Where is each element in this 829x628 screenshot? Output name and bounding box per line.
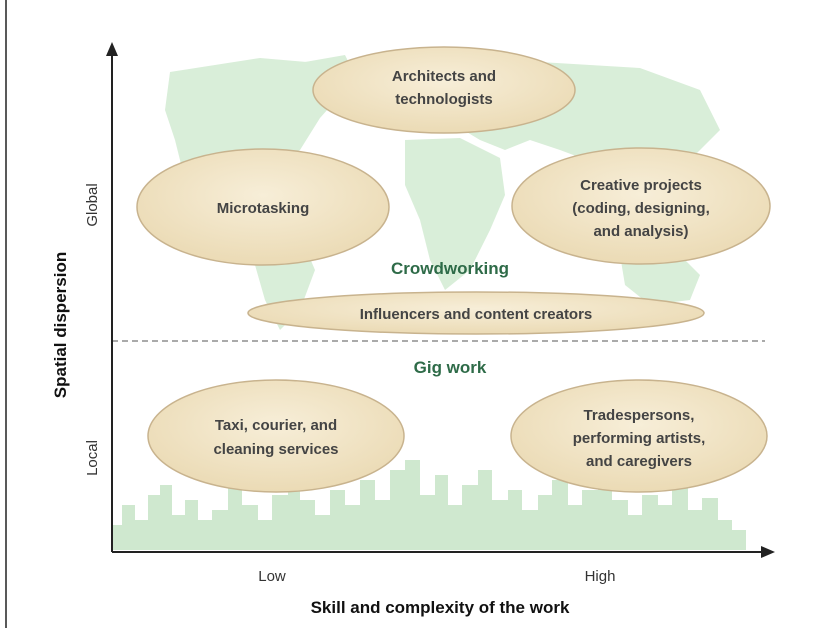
creative-line-1: Creative projects [580,177,702,194]
y-axis-title: Spatial dispersion [51,252,70,398]
creative-line-3: and analysis) [593,223,688,240]
creative-line-2: (coding, designing, [572,200,710,217]
y-tick-global: Global [84,183,101,226]
ellipse-influencers: Influencers and content creators [247,291,705,335]
ellipse-creative: Creative projects (coding, designing, an… [511,147,771,265]
city-skyline [112,460,746,550]
x-axis-arrow [761,546,775,558]
x-tick-high: High [585,568,616,585]
influencers-label: Influencers and content creators [360,306,593,323]
trades-line-2: performing artists, [573,430,706,447]
y-axis-arrow [106,42,118,56]
ellipse-taxi: Taxi, courier, and cleaning services [147,379,405,493]
x-axis-title: Skill and complexity of the work [311,598,570,617]
trades-line-1: Tradespersons, [584,407,695,424]
taxi-line-2: cleaning services [213,441,338,458]
architects-line-1: Architects and [392,68,496,85]
trades-line-3: and caregivers [586,453,692,470]
zone-label-crowdworking: Crowdworking [391,259,509,278]
zone-label-gig-work: Gig work [414,358,487,377]
ellipse-architects: Architects and technologists [312,46,576,134]
ellipse-trades: Tradespersons, performing artists, and c… [510,379,768,493]
y-tick-local: Local [84,440,101,476]
x-tick-low: Low [258,568,286,585]
taxi-line-1: Taxi, courier, and [215,417,337,434]
axes [106,42,775,558]
ellipse-microtasking: Microtasking [136,148,390,266]
microtasking-label: Microtasking [217,200,310,217]
architects-line-2: technologists [395,91,493,108]
